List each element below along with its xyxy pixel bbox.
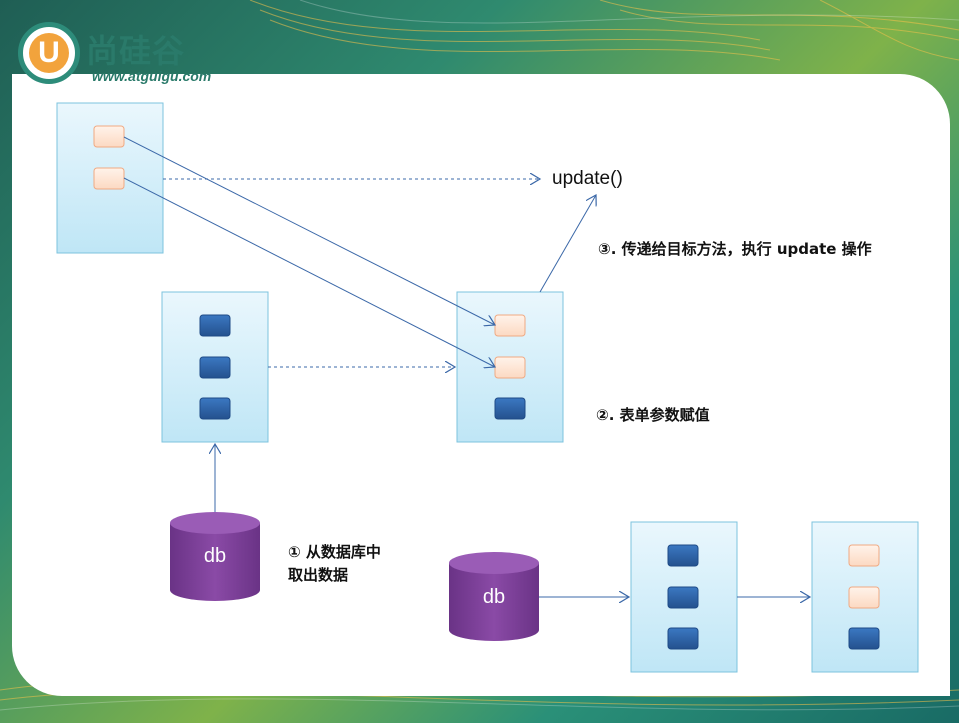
database-icon [170, 512, 260, 601]
step1-line2: 取出数据 [288, 566, 349, 584]
step1-label: ① 从数据库中 取出数据 [288, 541, 428, 587]
db-label: db [482, 586, 506, 608]
form-field [93, 125, 125, 148]
entity-field [199, 314, 231, 337]
step2-label: ②. 表单参数赋值 [596, 406, 710, 424]
assigned-field [848, 544, 880, 567]
entity-field [667, 627, 699, 650]
field-mapping-arrow [123, 136, 495, 325]
entity-field [667, 544, 699, 567]
logo-u-badge: U [18, 22, 80, 84]
logo-u-letter: U [29, 33, 69, 73]
entity-field [848, 627, 880, 650]
update-method-label: update() [552, 168, 623, 189]
field-mapping-arrow [123, 177, 495, 367]
atguigu-logo: U 尚硅谷 www.atguigu.com [14, 12, 254, 92]
step3-label: ③. 传递给目标方法，执行 update 操作 [598, 240, 872, 258]
database-icon [449, 552, 539, 641]
entity-field [667, 586, 699, 609]
form-field [93, 167, 125, 190]
entity-field [199, 356, 231, 379]
db-label: db [203, 545, 227, 567]
target-to-update-arrow [539, 195, 596, 293]
logo-url: www.atguigu.com [92, 68, 212, 84]
step1-line1: ① 从数据库中 [288, 543, 381, 561]
assigned-field [494, 314, 526, 337]
entity-field [494, 397, 526, 420]
assigned-field [494, 356, 526, 379]
entity-field [199, 397, 231, 420]
logo-brand-name: 尚硅谷 [86, 32, 186, 70]
assigned-field [848, 586, 880, 609]
